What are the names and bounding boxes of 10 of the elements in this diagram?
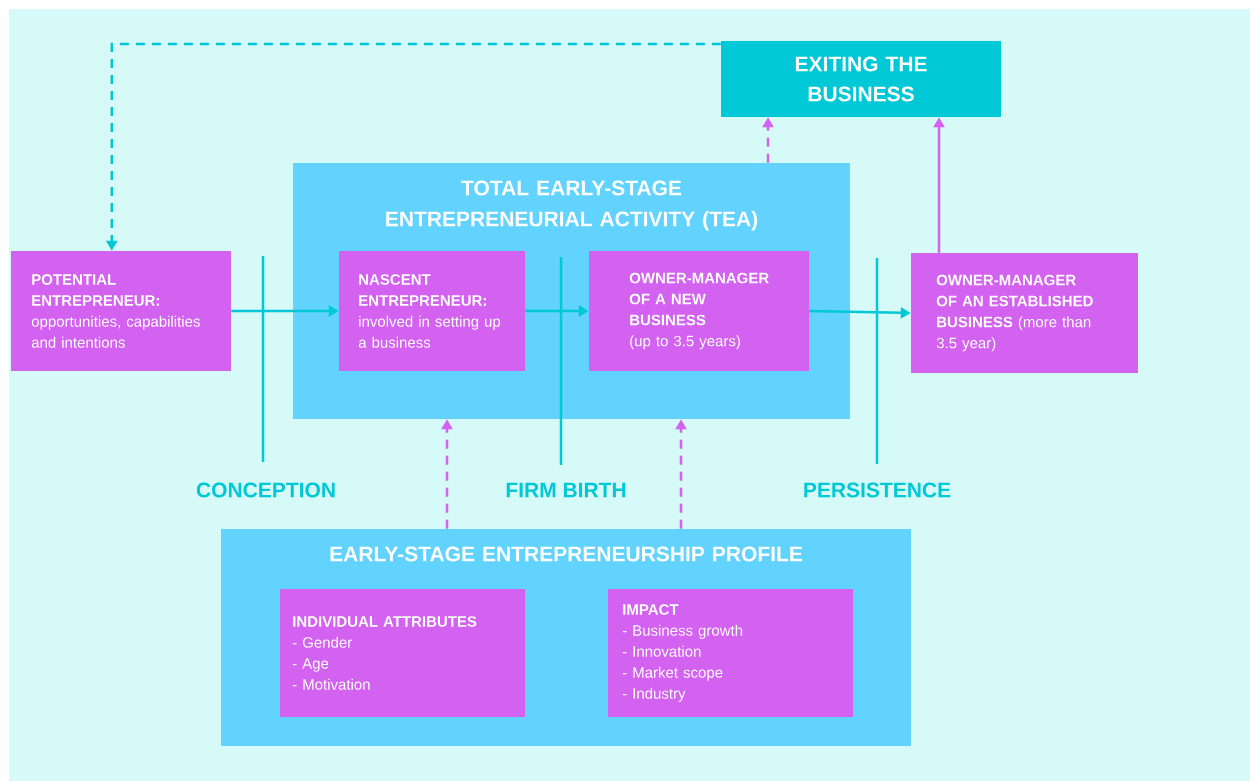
stage-box: IMPACT - Business growth - Innovation - Market scope - Industry xyxy=(608,589,853,717)
exit-box: EXITING THE BUSINESS xyxy=(721,41,1001,117)
stage-box: OWNER-MANAGER OF AN ESTABLISHED BUSINESS (more than 3.5 year) xyxy=(911,253,1138,373)
stage-box: OWNER-MANAGER OF A NEW BUSINESS (up to 3.5 years) xyxy=(589,251,809,371)
stage-label: CONCEPTION xyxy=(196,482,335,498)
stage-box: POTENTIAL ENTREPRENEUR: opportunities, capabilities and intentions xyxy=(11,251,231,371)
stage-box: INDIVIDUAL ATTRIBUTES - Gender - Age - Motivation xyxy=(280,589,525,717)
stage-label: PERSISTENCE xyxy=(804,482,951,498)
stage-box: NASCENT ENTREPRENEUR: involved in setting up a business xyxy=(339,251,525,371)
stage-label: FIRM BIRTH xyxy=(506,482,626,498)
